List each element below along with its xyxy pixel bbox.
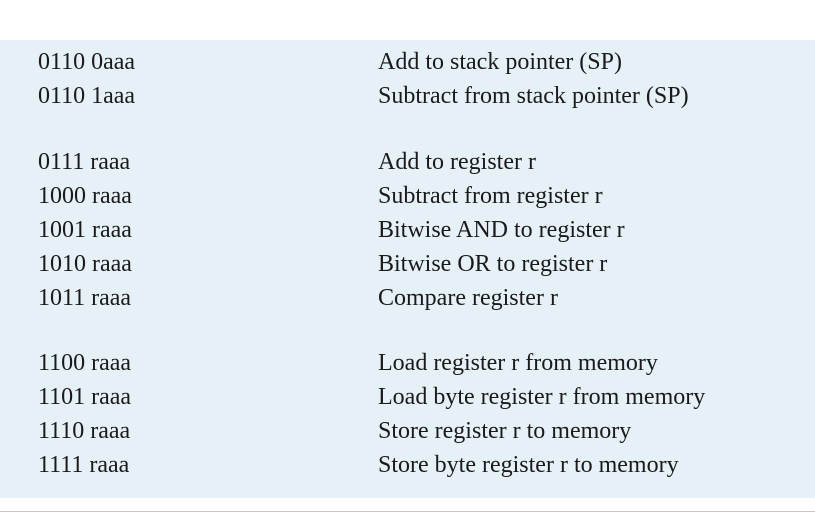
instruction-group-register-arithmetic: 0111 raaa Add to register r 1000 raaa Su…	[0, 145, 815, 315]
opcode-cell: 1010 raaa	[38, 251, 132, 277]
table-row: 1100 raaa Load register r from memory	[0, 346, 815, 380]
opcode-cell: 1011 raaa	[38, 285, 132, 311]
opcode-cell: 0111 raaa	[38, 149, 131, 175]
opcode-cell: 1000 raaa	[38, 183, 132, 209]
description-cell: Store byte register r to memory	[378, 452, 679, 478]
opcode-cell: 1111 raaa	[38, 452, 130, 478]
table-row: 1010 raaa Bitwise OR to register r	[0, 247, 815, 281]
description-cell: Store register r to memory	[378, 418, 632, 444]
table-row: 1110 raaa Store register r to memory	[0, 414, 815, 448]
table-row: 0110 0aaa Add to stack pointer (SP)	[0, 45, 815, 79]
table-row: 1101 raaa Load byte register r from memo…	[0, 380, 815, 414]
opcode-cell: 0110 0aaa	[38, 49, 136, 75]
description-cell: Bitwise OR to register r	[378, 251, 608, 277]
description-cell: Bitwise AND to register r	[378, 217, 625, 243]
instruction-group-stack-pointer: 0110 0aaa Add to stack pointer (SP) 0110…	[0, 45, 815, 113]
opcode-cell: 1110 raaa	[38, 418, 131, 444]
table-row: 0110 1aaa Subtract from stack pointer (S…	[0, 79, 815, 113]
description-cell: Subtract from stack pointer (SP)	[378, 83, 689, 109]
opcode-cell: 1100 raaa	[38, 350, 132, 376]
instruction-table: 0110 0aaa Add to stack pointer (SP) 0110…	[0, 40, 815, 498]
description-cell: Load byte register r from memory	[378, 384, 706, 410]
description-cell: Load register r from memory	[378, 350, 658, 376]
table-row: 1000 raaa Subtract from register r	[0, 179, 815, 213]
description-cell: Add to stack pointer (SP)	[378, 49, 622, 75]
table-row: 1111 raaa Store byte register r to memor…	[0, 448, 815, 482]
description-cell: Add to register r	[378, 149, 536, 175]
opcode-cell: 0110 1aaa	[38, 83, 136, 109]
table-row: 1011 raaa Compare register r	[0, 281, 815, 315]
instruction-group-memory: 1100 raaa Load register r from memory 11…	[0, 346, 815, 482]
table-row: 0111 raaa Add to register r	[0, 145, 815, 179]
opcode-cell: 1101 raaa	[38, 384, 132, 410]
description-cell: Compare register r	[378, 285, 558, 311]
opcode-cell: 1001 raaa	[38, 217, 132, 243]
table-row: 1001 raaa Bitwise AND to register r	[0, 213, 815, 247]
bottom-divider	[0, 511, 815, 512]
description-cell: Subtract from register r	[378, 183, 603, 209]
